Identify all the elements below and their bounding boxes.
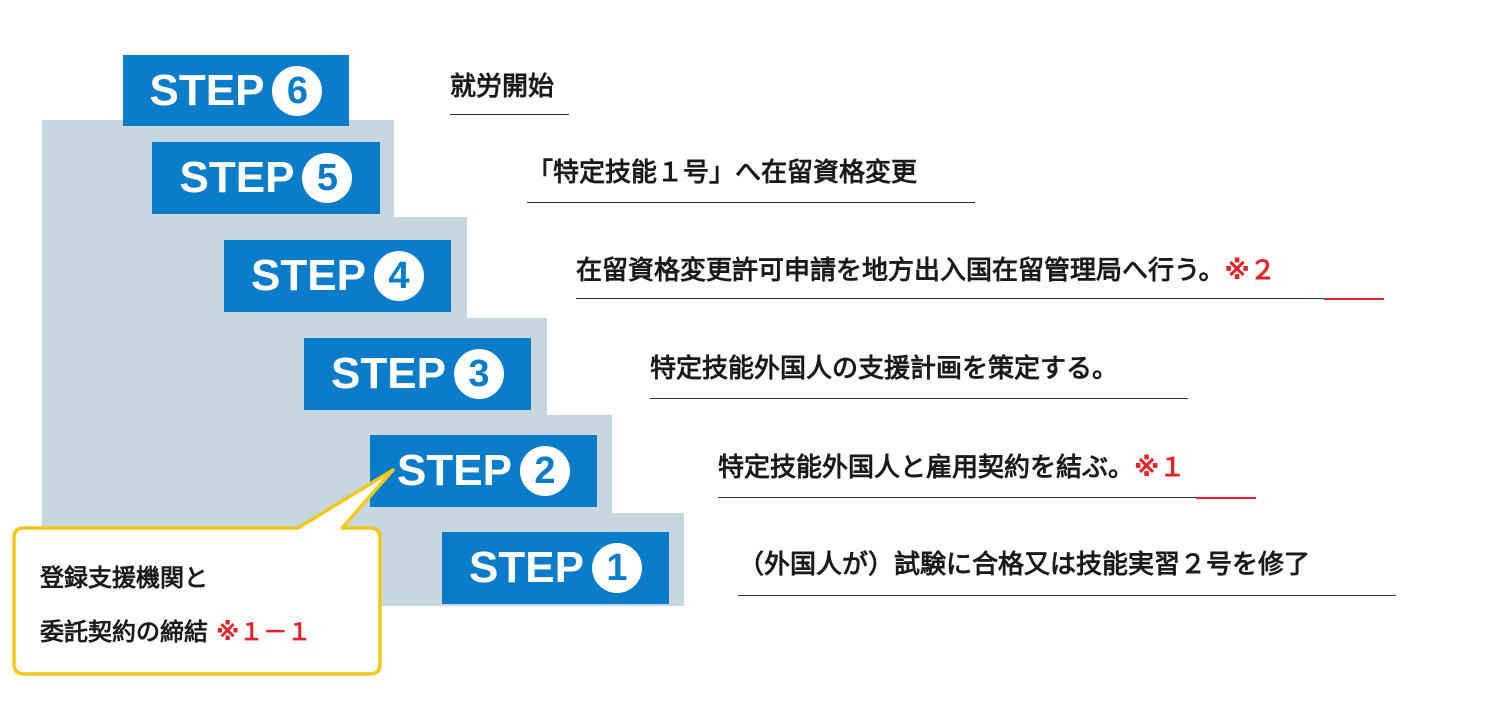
step-label: STEP (179, 153, 295, 202)
description-text: 「特定技能１号」へ在留資格変更 (527, 158, 918, 188)
step-1-description: （外国人が）試験に合格又は技能実習２号を修了 (738, 552, 1310, 578)
step-number-circle: 5 (302, 153, 353, 203)
step-number-circle: 2 (519, 446, 570, 496)
step-4-badge: STEP 4 (224, 240, 451, 312)
step-number-circle: 6 (272, 65, 323, 116)
step-5-description: 「特定技能１号」へ在留資格変更 (527, 160, 917, 186)
description-text: 特定技能外国人の支援計画を策定する。 (650, 354, 1119, 384)
step-label: STEP (397, 446, 512, 495)
step-4-description: 在留資格変更許可申請を地方出入国在留管理局へ行う。※２ (576, 258, 1276, 284)
footnote-mark: ※２ (1224, 256, 1276, 286)
description-text: 特定技能外国人と雇用契約を結ぶ。 (718, 453, 1135, 483)
footnote-underline (1196, 497, 1256, 499)
step-label: STEP (331, 349, 446, 398)
step-number-circle: 1 (591, 543, 642, 593)
step-number-circle: 3 (453, 349, 504, 399)
step-2-badge: STEP 2 (370, 435, 597, 507)
description-text: 在留資格変更許可申請を地方出入国在留管理局へ行う。 (576, 256, 1225, 286)
step-6-description: 就労開始 (450, 74, 554, 100)
underline (738, 595, 1396, 596)
step-3-description: 特定技能外国人の支援計画を策定する。 (650, 356, 1118, 382)
callout-text: 委託契約の締結 (40, 618, 208, 646)
step-number-circle: 4 (373, 251, 424, 301)
footnote-mark: ※１－１ (216, 618, 312, 646)
underline (718, 497, 1196, 498)
underline (450, 114, 569, 115)
footnote-mark: ※１ (1134, 453, 1186, 483)
underline (527, 202, 975, 203)
description-text: （外国人が）試験に合格又は技能実習２号を修了 (738, 550, 1311, 580)
step-1-badge: STEP 1 (442, 532, 669, 604)
step-5-badge: STEP 5 (152, 142, 380, 214)
underline (576, 298, 1324, 299)
step-label: STEP (251, 251, 366, 300)
step-label: STEP (149, 65, 265, 115)
description-text: 就労開始 (450, 72, 555, 102)
underline (650, 398, 1188, 399)
step-label: STEP (469, 543, 584, 592)
step-3-badge: STEP 3 (304, 338, 531, 410)
step-2-description: 特定技能外国人と雇用契約を結ぶ。※１ (718, 455, 1185, 481)
step-6-badge: STEP 6 (123, 55, 349, 126)
callout-line-1: 登録支援機関と (40, 564, 208, 592)
footnote-underline (1324, 298, 1384, 300)
callout-line-2: 委託契約の締結 ※１－１ (40, 620, 311, 644)
